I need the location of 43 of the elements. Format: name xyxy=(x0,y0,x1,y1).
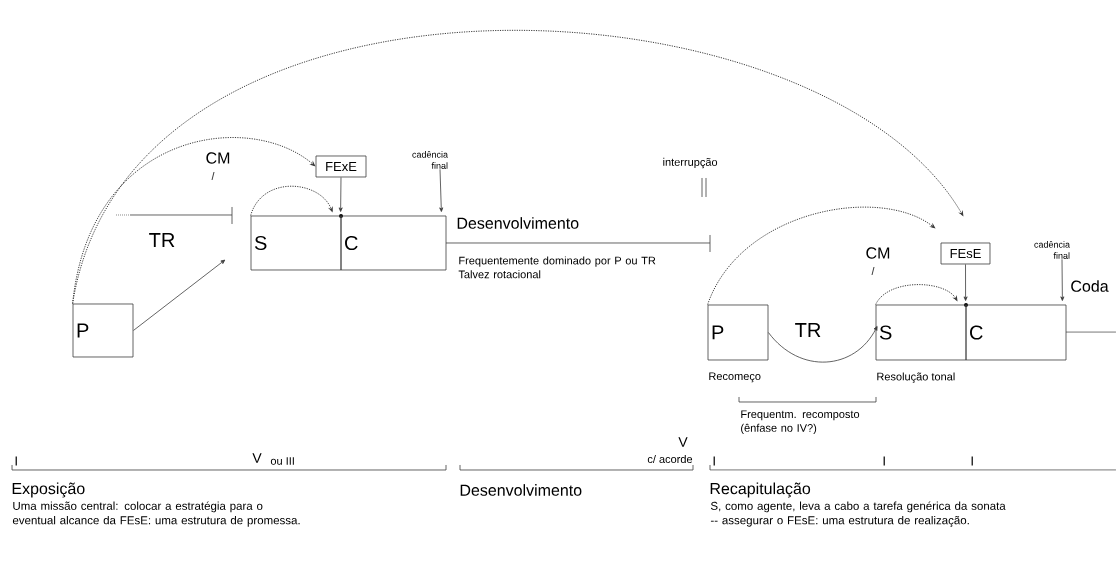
label-text: I xyxy=(713,456,715,466)
caption-text: Recomeço xyxy=(709,372,761,383)
section-box: S xyxy=(250,215,342,271)
label-text: S, como agente, leva a cabo a tarefa genérica da sonata -- assegurar o FEsE: uma estrutura de realização. xyxy=(710,501,1006,527)
label-text: Desenvolvimento xyxy=(460,484,582,496)
arrow xyxy=(250,185,333,217)
label-text: V xyxy=(678,437,688,447)
label-text: Frequentm. recomposto (ênfase no IV?) xyxy=(741,410,860,435)
section-box: P xyxy=(707,304,769,361)
label-box: FExE xyxy=(315,155,367,178)
annotation-text: cadência final xyxy=(412,151,448,169)
label-text: ou III xyxy=(270,457,294,465)
arrow xyxy=(875,284,958,306)
label-text: Recapitulação xyxy=(710,482,811,498)
arrow xyxy=(963,264,968,301)
label-text: interrupção xyxy=(663,157,718,169)
label-text: CM xyxy=(206,152,230,164)
caption-text: Resolução tonal xyxy=(877,372,955,383)
arrow xyxy=(133,259,226,331)
label-text: I xyxy=(15,456,17,466)
label-text: Frequentemente dominado por P ou TR Talvez rotacional xyxy=(458,256,656,279)
edge-label: TR xyxy=(795,323,821,337)
label-box: FEsE xyxy=(940,242,991,265)
arrow xyxy=(1060,258,1065,301)
label-text: Coda xyxy=(1071,280,1109,292)
arrow xyxy=(439,168,444,212)
label-text: V xyxy=(252,453,262,463)
section-box: C xyxy=(340,215,447,271)
label-text: Exposição xyxy=(12,482,85,498)
arrow xyxy=(72,30,964,305)
arrow xyxy=(768,326,878,363)
label-text: TR xyxy=(149,233,175,247)
label-text: c/ acorde xyxy=(647,454,693,464)
section-box: S xyxy=(875,304,967,361)
label-text: Uma missão central: colocar a estratégia para o eventual alcance da FEsE: uma estrutura de promessa. xyxy=(12,501,300,527)
label-text: CM xyxy=(866,247,890,259)
annotation-text: cadência final xyxy=(1034,241,1070,259)
label-text: I xyxy=(883,456,885,466)
label-text: I xyxy=(971,456,973,466)
section-box: P xyxy=(72,303,134,358)
section-box: C xyxy=(965,304,1067,361)
arrow xyxy=(707,206,936,306)
arrow xyxy=(338,177,343,212)
